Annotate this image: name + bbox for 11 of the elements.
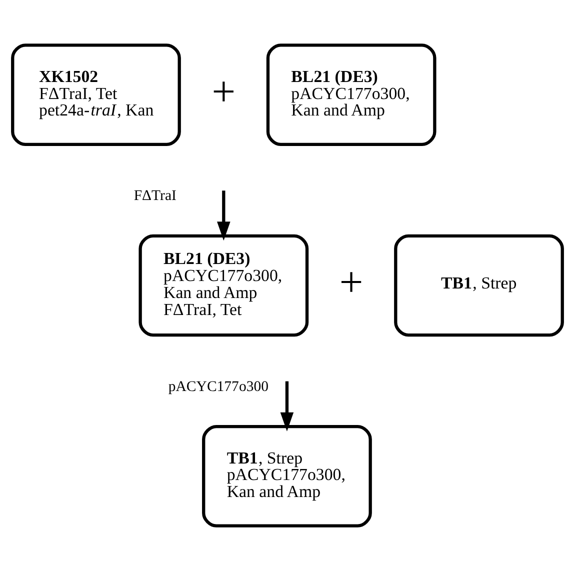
node-box: BL21 (DE3) pACYC177o300, Kan and Amp FΔTraI, Tet xyxy=(138,234,309,337)
arrow xyxy=(217,190,230,241)
arrow xyxy=(280,381,294,432)
node-box: TB1, Strep xyxy=(394,234,564,337)
edge-label: FΔTraI xyxy=(134,188,176,204)
node-box: BL21 (DE3) pACYC177o300, Kan and Amp xyxy=(266,44,436,146)
edge-label: pACYC177o300 xyxy=(168,378,268,395)
label: + xyxy=(212,68,236,116)
node-box: XK1502 FΔTraI, Tet pet24a-traI, Kan xyxy=(11,44,181,146)
label: + xyxy=(339,259,364,306)
node-box: TB1, Strep pACYC177o300, Kan and Amp xyxy=(202,425,372,528)
